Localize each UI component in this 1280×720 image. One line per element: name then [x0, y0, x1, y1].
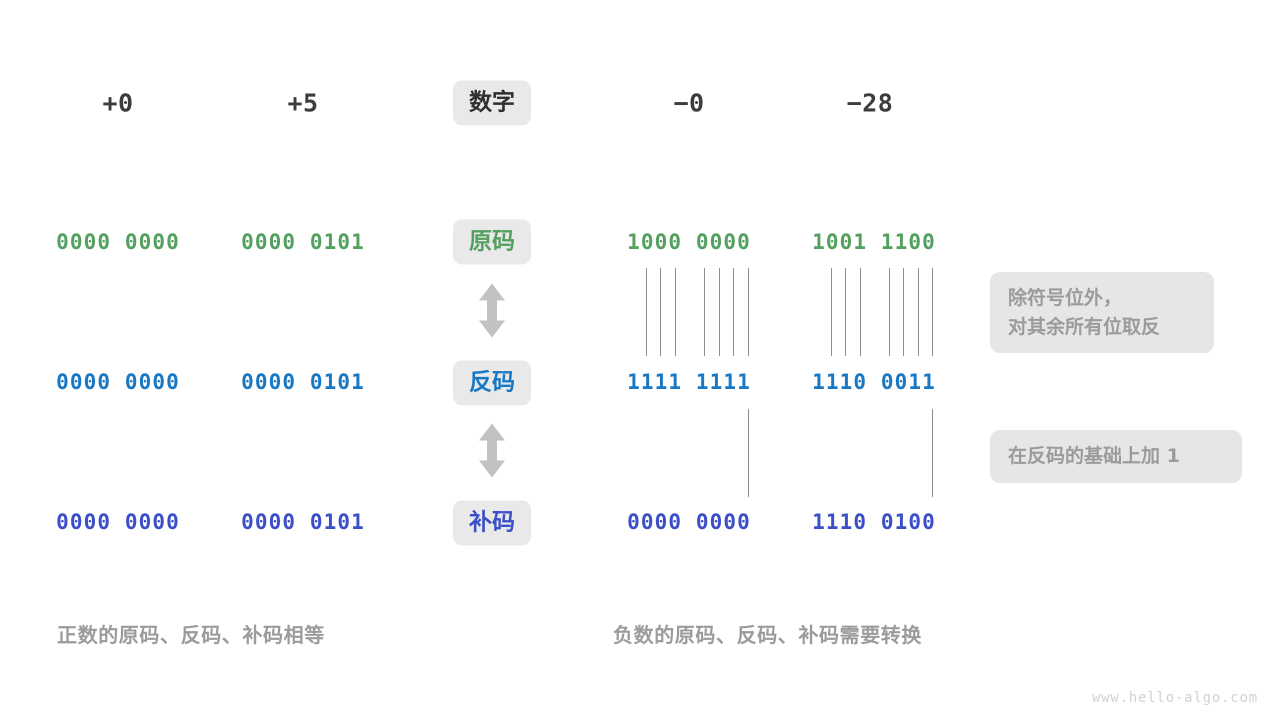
caption-positive-numbers: 正数的原码、反码、补码相等: [57, 623, 325, 647]
connector-line: [646, 268, 647, 356]
buma-minus-zero-bits: 0000 0000: [627, 510, 751, 534]
arrow-fanma-to-buma-icon: [475, 423, 509, 484]
connector-line: [831, 268, 832, 356]
connector-line: [918, 268, 919, 356]
header-value-plus-zero: +0: [102, 88, 134, 118]
fanma-minus-twentyeight-bits: 1110 0011: [812, 370, 936, 394]
site-watermark: www.hello-algo.com: [1091, 690, 1258, 706]
connector-line: [675, 268, 676, 356]
connector-line: [903, 268, 904, 356]
buma-plus-five-bits: 0000 0101: [241, 510, 365, 534]
yuanma-minus-zero-bits: 1000 0000: [627, 230, 751, 254]
connector-line: [748, 409, 749, 497]
header-badge-number: 数字: [453, 80, 531, 126]
fanma-plus-five-bits: 0000 0101: [241, 370, 365, 394]
buma-minus-twentyeight-bits: 1110 0100: [812, 510, 936, 534]
callout-add-one: 在反码的基础上加 1: [990, 430, 1242, 483]
yuanma-plus-zero-bits: 0000 0000: [56, 230, 180, 254]
row-badge-fanma: 反码: [453, 360, 531, 406]
row-badge-buma: 补码: [453, 500, 531, 546]
yuanma-minus-twentyeight-bits: 1001 1100: [812, 230, 936, 254]
connector-line: [719, 268, 720, 356]
caption-negative-numbers: 负数的原码、反码、补码需要转换: [613, 623, 922, 647]
connector-line: [860, 268, 861, 356]
connector-line: [748, 268, 749, 356]
buma-plus-zero-bits: 0000 0000: [56, 510, 180, 534]
callout-invert-bits: 除符号位外， 对其余所有位取反: [990, 272, 1214, 353]
header-value-minus-twentyeight: −28: [846, 88, 894, 118]
arrow-yuanma-to-fanma-icon: [475, 283, 509, 344]
connector-line: [733, 268, 734, 356]
header-value-plus-five: +5: [287, 88, 319, 118]
connector-line: [704, 268, 705, 356]
connector-line: [932, 268, 933, 356]
connector-line: [845, 268, 846, 356]
fanma-plus-zero-bits: 0000 0000: [56, 370, 180, 394]
header-value-minus-zero: −0: [673, 88, 705, 118]
row-badge-yuanma: 原码: [453, 219, 531, 265]
yuanma-plus-five-bits: 0000 0101: [241, 230, 365, 254]
connector-line: [932, 409, 933, 497]
fanma-minus-zero-bits: 1111 1111: [627, 370, 751, 394]
connector-line: [660, 268, 661, 356]
connector-line: [889, 268, 890, 356]
